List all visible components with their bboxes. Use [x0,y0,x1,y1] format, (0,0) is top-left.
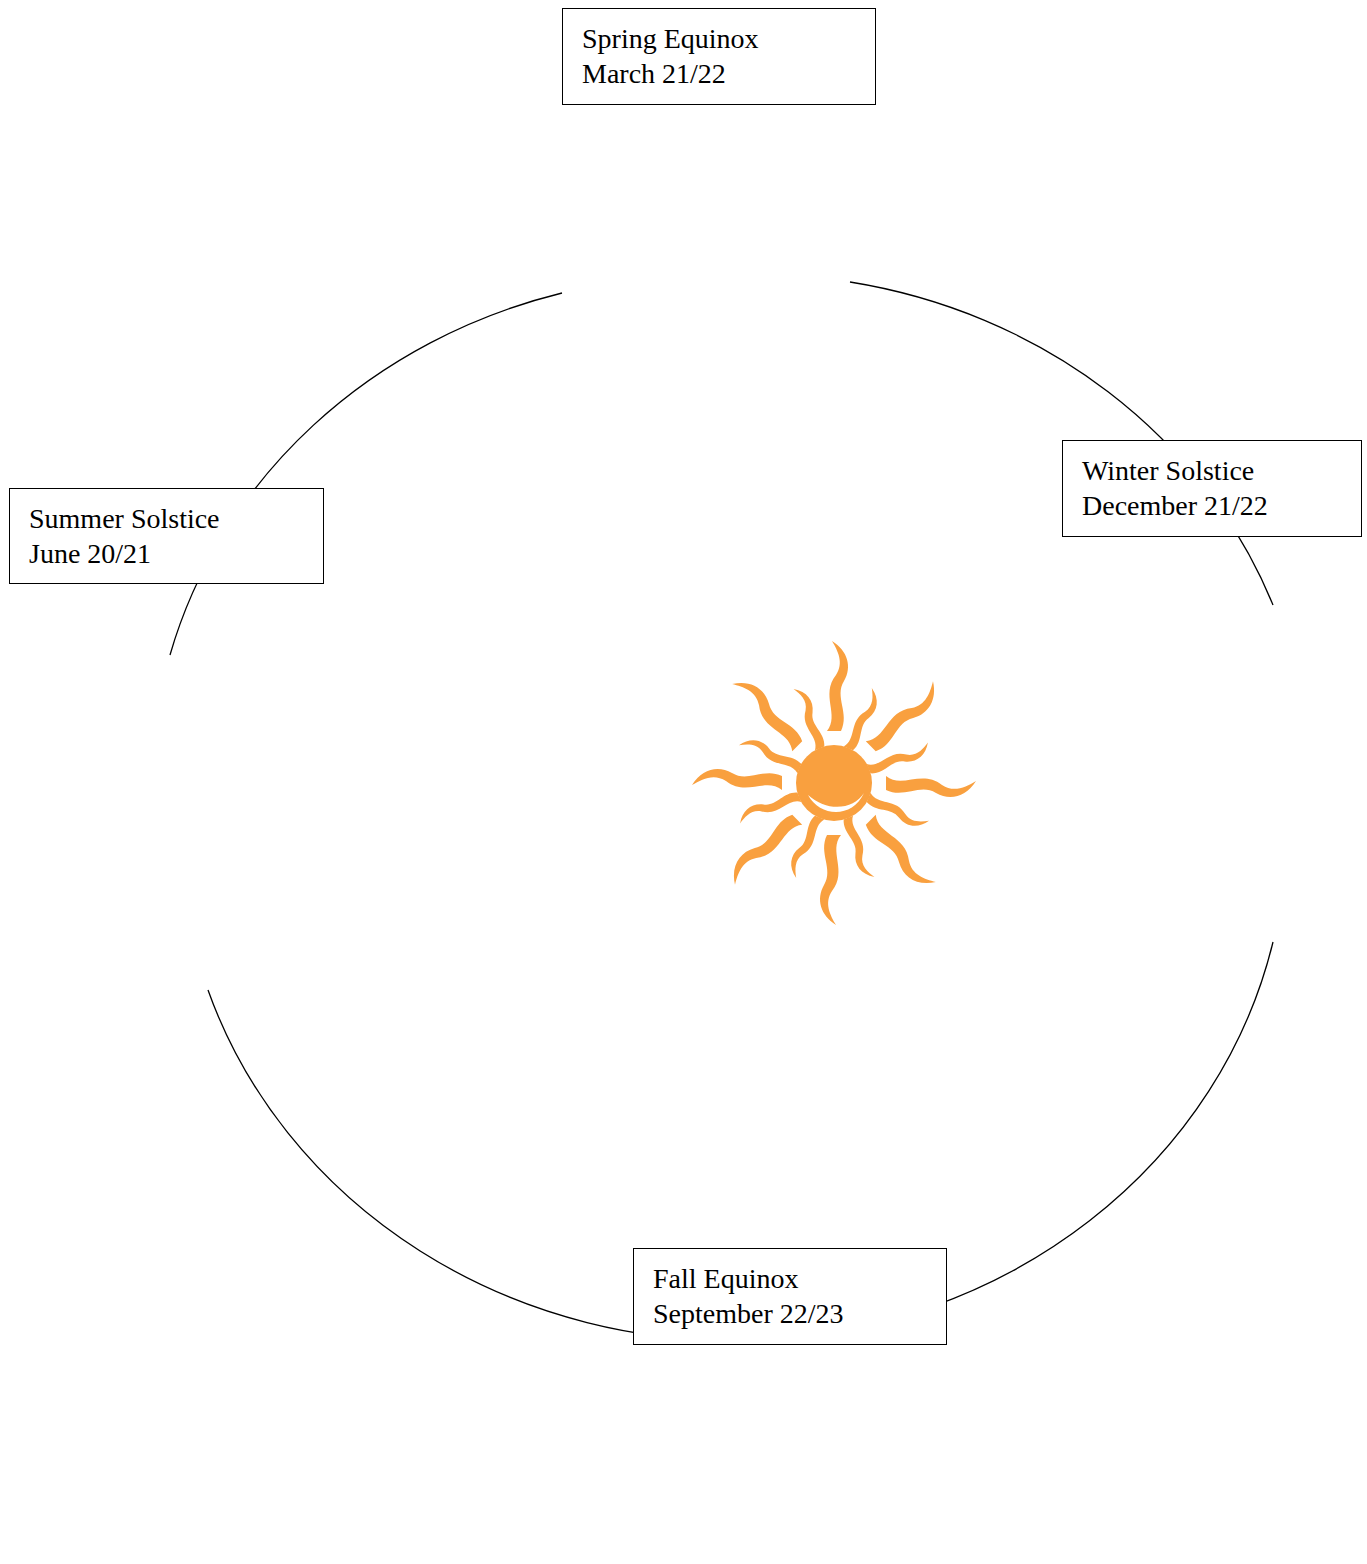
event-date: September 22/23 [653,1296,928,1331]
event-date: December 21/22 [1082,488,1343,523]
event-name: Summer Solstice [29,501,305,536]
date-label-box: Winter SolsticeDecember 21/22 [1062,440,1362,537]
event-name: Fall Equinox [653,1261,928,1296]
sun-symbol [692,641,976,925]
event-name: Winter Solstice [1082,453,1343,488]
date-label-box: Summer SolsticeJune 20/21 [9,488,324,584]
event-name: Spring Equinox [582,21,857,56]
event-date: March 21/22 [582,56,857,91]
event-date: June 20/21 [29,536,305,571]
date-label-box: Spring EquinoxMarch 21/22 [562,8,876,105]
date-label-box: Fall EquinoxSeptember 22/23 [633,1248,947,1345]
